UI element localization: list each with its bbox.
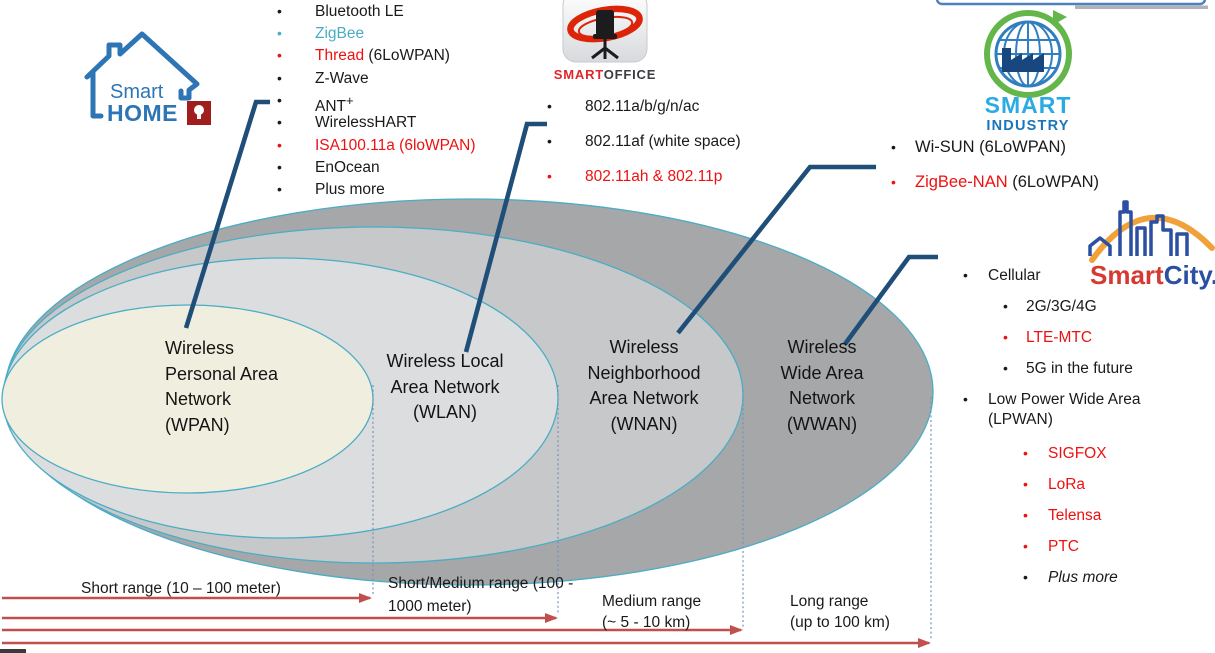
list-item-5g-future: •5G in the future <box>1003 360 1133 377</box>
list-item-telensa: •Telensa <box>1023 507 1102 524</box>
list-item-cellular: •Cellular <box>963 267 1041 284</box>
smart-city-wordmark: SmartCity. <box>1090 260 1215 290</box>
bullet-icon: • <box>1023 507 1028 523</box>
bullet-icon: • <box>277 137 282 153</box>
chair-back <box>596 10 614 36</box>
list-item-ant: •ANT+ <box>277 92 354 116</box>
long-range-label: Long range(up to 100 km) <box>790 593 890 631</box>
smart-industry-logo: SMART INDUSTRY <box>984 10 1072 134</box>
short-medium-range-label: Short/Medium range (100 -1000 meter) <box>388 575 574 615</box>
list-item-2g3g4g: •2G/3G/4G <box>1003 298 1097 315</box>
bullet-icon: • <box>1023 445 1028 461</box>
smart-city-logo: SmartCity. <box>1088 200 1215 290</box>
city-word-city: City. <box>1164 260 1215 290</box>
bullet-icon: • <box>277 25 282 41</box>
globe-grid <box>996 22 1060 86</box>
list-item-thread: •Thread (6LoWPAN) <box>277 47 450 64</box>
list-item-ptc: •PTC <box>1023 538 1079 555</box>
list-item-lpwan: •Low Power Wide Area(LPWAN) <box>963 391 1141 428</box>
ant-plus-sup: + <box>346 93 354 108</box>
wlan-label: Wireless Local Area Network (WLAN) <box>386 351 504 422</box>
list-item-wi-sun: •Wi-SUN (6LoWPAN) <box>891 138 1066 156</box>
list-item-lte-mtc: •LTE-MTC <box>1003 329 1093 346</box>
bullet-icon: • <box>963 391 968 407</box>
bullet-icon: • <box>277 3 282 19</box>
bulb-icon <box>194 105 204 115</box>
list-item-lora: •LoRa <box>1023 476 1086 493</box>
list-item-enocean: •EnOcean <box>277 159 380 176</box>
bulb-base <box>197 114 201 119</box>
list-item-80211af: •802.11af (white space) <box>547 133 741 150</box>
bullet-icon: • <box>547 133 552 149</box>
industry-ring-arrowhead <box>1053 10 1067 25</box>
list-item-sigfox: •SIGFOX <box>1023 445 1107 462</box>
wnan-label: Wireless Neighborhood Area Network (WNAN… <box>587 337 701 434</box>
cropped-textbox <box>935 0 1207 6</box>
wwan-label: Wireless Wide Area Network (WWAN) <box>780 337 864 434</box>
industry-word-industry: INDUSTRY <box>986 118 1069 134</box>
list-item-80211abgnac: •802.11a/b/g/n/ac <box>547 98 700 115</box>
smart-home-text2: HOME <box>107 100 178 126</box>
factory-icon <box>1002 48 1044 72</box>
smart-office-wordmark: SMARTOFFICE <box>554 67 656 82</box>
wnan-connector-line <box>676 164 876 335</box>
bullet-icon: • <box>277 181 282 197</box>
list-item-zigbee-nan: •ZigBee-NAN (6LoWPAN) <box>891 173 1100 191</box>
office-word-office: OFFICE <box>604 67 656 82</box>
list-item-wirelesshart: •WirelessHART <box>277 114 417 131</box>
smart-home-text1: Smart <box>110 81 164 103</box>
city-skyline-icon <box>1088 200 1189 256</box>
bullet-icon: • <box>1023 476 1028 492</box>
cropped-corner-mark <box>0 649 26 653</box>
list-item-zigbee: •ZigBee <box>277 25 365 42</box>
bullet-icon: • <box>547 168 552 184</box>
bullet-icon: • <box>277 47 282 63</box>
industry-word-smart: SMART <box>985 92 1072 118</box>
medium-range-label: Medium range(~ 5 - 10 km) <box>602 593 702 631</box>
list-item-z-wave: •Z-Wave <box>277 70 369 87</box>
list-item-plus-more-wwan: •Plus more <box>1023 569 1118 586</box>
bullet-icon: • <box>891 174 896 190</box>
smart-office-logo: SMARTOFFICE <box>554 0 656 82</box>
wpan-connector-line <box>183 99 270 329</box>
bullet-icon: • <box>277 92 282 108</box>
bullet-icon: • <box>1003 329 1008 345</box>
bullet-icon: • <box>277 114 282 130</box>
cropped-gray-bar <box>1075 5 1208 9</box>
city-word-smart: Smart <box>1090 260 1164 290</box>
bullet-icon: • <box>1003 298 1008 314</box>
chair-legs <box>591 39 619 60</box>
bullet-icon: • <box>547 98 552 114</box>
bullet-icon: • <box>1023 569 1028 585</box>
bullet-icon: • <box>963 267 968 283</box>
list-item-80211ah-p: •802.11ah & 802.11p <box>547 168 723 185</box>
list-item-plus-more-wpan: •Plus more <box>277 181 385 198</box>
short-range-label: Short range (10 – 100 meter) <box>81 580 281 597</box>
wlan-connector-line <box>463 121 547 353</box>
industry-green-ring <box>984 10 1072 98</box>
bullet-icon: • <box>1023 538 1028 554</box>
wpan-label: Wireless Personal Area Network (WPAN) <box>165 338 279 435</box>
list-item-isa100: •ISA100.11a (6loWPAN) <box>277 137 476 154</box>
office-word-smart: SMART <box>554 67 604 82</box>
chair-seat <box>593 34 617 39</box>
list-item-bluetooth-le: •Bluetooth LE <box>277 3 404 20</box>
bullet-icon: • <box>277 159 282 175</box>
smart-home-logo: Smart HOME <box>84 31 211 126</box>
house-outline-icon <box>84 31 200 119</box>
bullet-icon: • <box>277 70 282 86</box>
wwan-connector-line <box>843 254 938 346</box>
bullet-icon: • <box>1003 360 1008 376</box>
bullet-icon: • <box>891 139 896 155</box>
